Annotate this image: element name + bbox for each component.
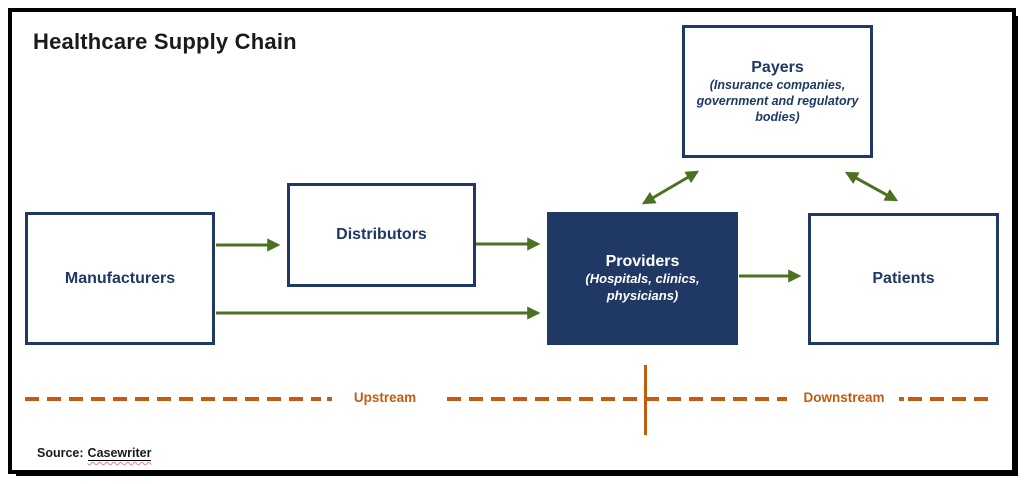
- downstream-dash-dot: [899, 397, 904, 401]
- node-patients: Patients: [808, 213, 999, 345]
- upstream-downstream-divider-tick: [644, 365, 647, 435]
- node-providers-sublabel: (Hospitals, clinics, physicians): [585, 271, 700, 304]
- node-manufacturers: Manufacturers: [25, 212, 215, 345]
- source-text: Casewriter: [87, 446, 152, 461]
- node-manufacturers-label: Manufacturers: [64, 269, 176, 287]
- node-providers: Providers (Hospitals, clinics, physician…: [547, 212, 738, 345]
- upstream-label: Upstream: [353, 390, 417, 405]
- upstream-dash-dot: [327, 397, 332, 401]
- node-payers: Payers (Insurance companies, government …: [682, 25, 873, 158]
- node-distributors-label: Distributors: [336, 226, 427, 244]
- diagram-title: Healthcare Supply Chain: [33, 29, 297, 54]
- middle-dash-segment: [447, 397, 787, 401]
- node-payers-label: Payers: [751, 58, 804, 76]
- node-providers-label: Providers: [605, 253, 680, 271]
- downstream-label: Downstream: [803, 390, 885, 405]
- source-line: Source:Casewriter: [37, 446, 152, 461]
- upstream-dash-segment: [25, 397, 321, 401]
- node-payers-sublabel: (Insurance companies, government and reg…: [696, 77, 859, 125]
- node-patients-label: Patients: [872, 270, 935, 288]
- downstream-dash-segment: [908, 397, 996, 401]
- source-prefix: Source:: [37, 446, 84, 460]
- outer-border: [8, 8, 1016, 474]
- node-distributors: Distributors: [287, 183, 476, 287]
